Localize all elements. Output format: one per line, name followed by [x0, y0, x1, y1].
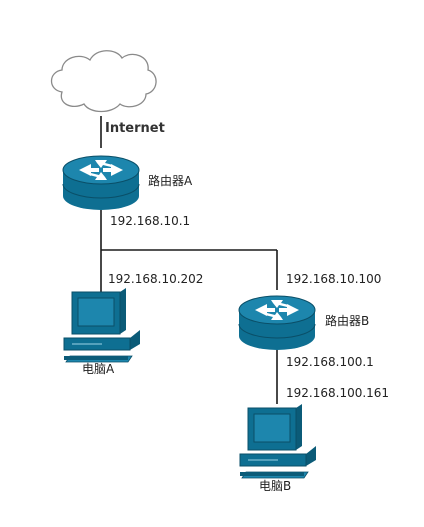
internet-label: Internet — [105, 121, 165, 136]
pc-a-ip: 192.168.10.202 — [108, 272, 204, 286]
router-b-label: 路由器B — [325, 314, 370, 328]
pc-b-ip: 192.168.100.161 — [286, 386, 390, 400]
router-b-ip-upper: 192.168.10.100 — [286, 272, 382, 286]
connections — [100, 116, 278, 404]
pc-a-label: 电脑A — [82, 362, 115, 376]
pc-b-icon — [239, 404, 316, 479]
router-a-ip: 192.168.10.1 — [110, 214, 191, 228]
router-a-icon — [62, 155, 140, 210]
pc-a-icon — [63, 288, 140, 363]
internet-cloud-icon — [50, 50, 157, 113]
router-b-ip-lower: 192.168.100.1 — [286, 355, 374, 369]
pc-b-label: 电脑B — [259, 479, 292, 493]
router-a-label: 路由器A — [148, 174, 193, 188]
router-b-icon — [238, 295, 316, 350]
